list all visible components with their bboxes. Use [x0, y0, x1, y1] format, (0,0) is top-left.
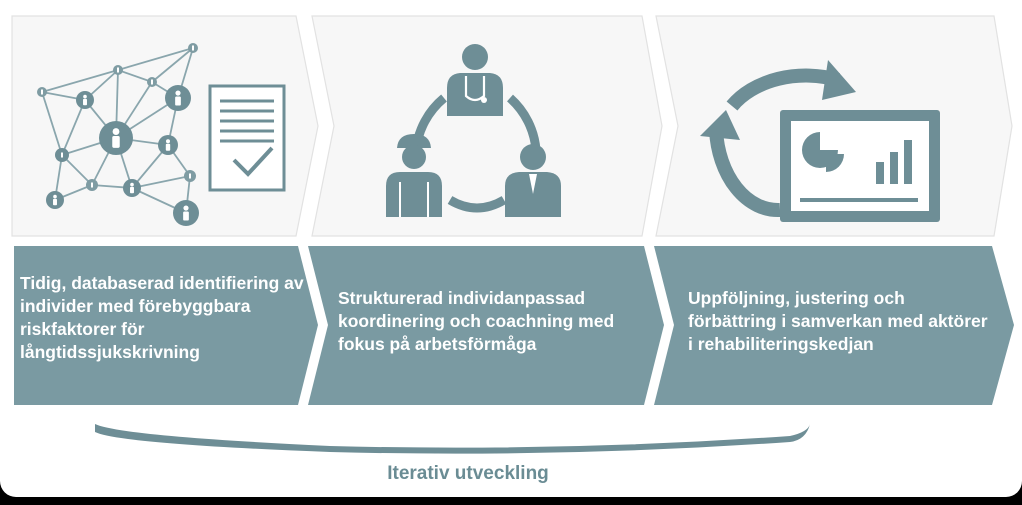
step-1-text: Tidig, databaserad identifiering av indi…: [20, 273, 304, 362]
person-body-glyph: [165, 143, 171, 151]
arrow-step-1: [14, 246, 318, 405]
person-glyph: [189, 173, 191, 179]
person-body-glyph: [175, 96, 181, 106]
iteration-curve: [95, 424, 810, 454]
person-head-glyph: [53, 194, 57, 199]
person-glyph: [41, 89, 43, 95]
person-head-glyph: [175, 90, 181, 96]
person-body-glyph: [112, 135, 120, 148]
dashboard-cycle-icon: [700, 60, 940, 222]
person-head-glyph: [83, 94, 87, 99]
person-glyph: [192, 45, 194, 51]
step-2-text: Strukturerad individanpassad koordinerin…: [338, 288, 615, 354]
person-glyph: [61, 152, 63, 158]
person-body-glyph: [83, 98, 87, 106]
person-head-glyph: [183, 205, 189, 211]
person-head-glyph: [166, 139, 170, 144]
person-head-glyph: [130, 182, 134, 187]
person-body-glyph: [130, 186, 134, 194]
iteration-label: Iterativ utveckling: [387, 463, 549, 484]
person-body-glyph: [183, 211, 189, 221]
arrow-step-2: [308, 246, 664, 405]
person-body-glyph: [53, 198, 57, 206]
arrow-step-3: [654, 246, 1014, 405]
network-document-icon: [37, 43, 286, 226]
step-3-text: Uppföljning, justering och förbättring i…: [688, 288, 988, 354]
person-glyph: [151, 79, 153, 85]
person-head-glyph: [112, 128, 120, 135]
team-cycle-icon: [386, 44, 561, 217]
person-glyph: [91, 182, 93, 188]
person-glyph: [117, 67, 119, 73]
